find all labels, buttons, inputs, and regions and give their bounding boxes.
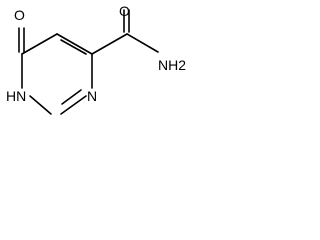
bonds [18,9,159,115]
atom-hn: HN [6,88,26,104]
chemical-structure-canvas: O HN N O NH2 [0,0,204,134]
chemical-structure-diagram: O HN N O NH2 [6,3,186,115]
bond-c5-c4 [56,33,93,55]
bond-n3-c2 [60,95,87,115]
atom-o-left: O [14,7,25,23]
bond-c4-carbonyl-carbon [91,33,128,55]
bond-c5-c4-inner [60,39,87,55]
bond-c2-nh [29,95,52,115]
bond-c6-c5 [21,33,58,55]
bond-n3-c2-inner [61,89,82,105]
atom-n: N [87,88,97,104]
bond-carbonyl-carbon-n [126,33,159,53]
atom-nh2: NH2 [158,57,186,73]
atom-o-right: O [119,3,130,19]
